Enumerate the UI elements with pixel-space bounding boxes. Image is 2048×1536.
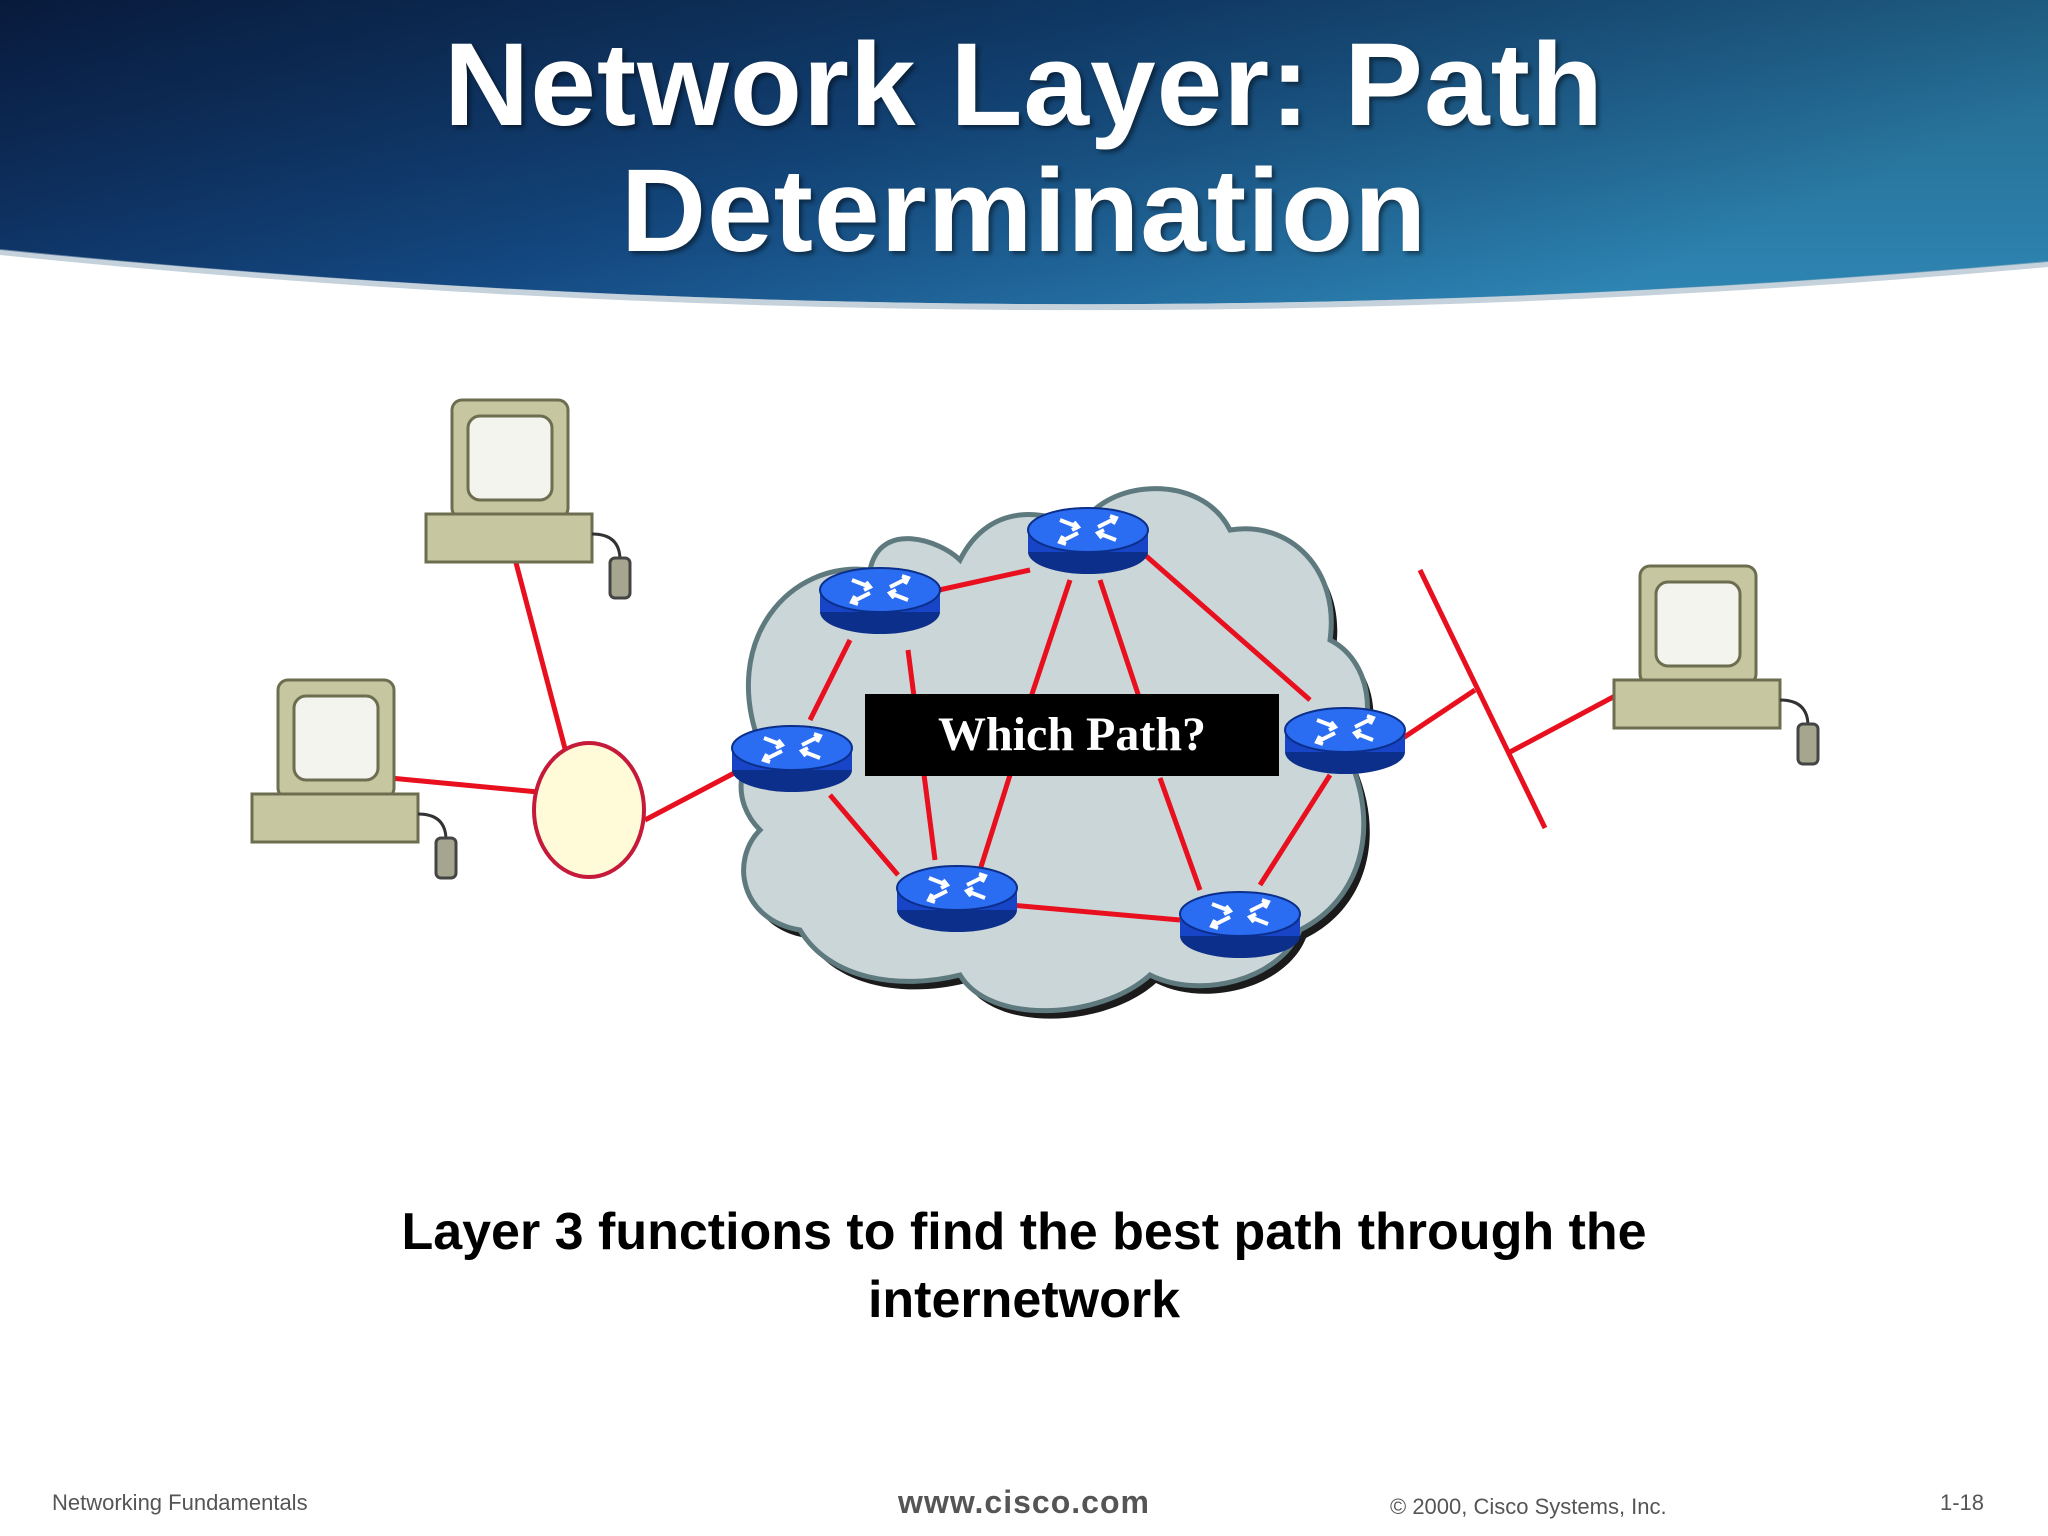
router-icon — [818, 566, 942, 636]
footer-copyright: © 2000, Cisco Systems, Inc. — [1390, 1494, 1667, 1519]
network-diagram — [250, 398, 1820, 1019]
footer-url[interactable]: www.cisco.com — [898, 1484, 1150, 1520]
router-icon — [730, 724, 854, 794]
router-icon — [895, 864, 1019, 934]
caption-line-2: internetwork — [867, 1271, 1181, 1329]
page-number: 1-18 — [1940, 1490, 1985, 1515]
title-line-1: Network Layer: Path — [444, 19, 1604, 151]
router-icon — [1178, 890, 1302, 960]
slide-header: Network Layer: Path Determination — [0, 0, 2048, 340]
router-icon — [1026, 506, 1150, 576]
which-path-callout: Which Path? — [865, 694, 1279, 776]
router-icon — [1283, 706, 1407, 776]
network-links — [389, 539, 1617, 923]
slide-caption: Layer 3 functions to find the best path … — [0, 1198, 2048, 1334]
hub-icon — [532, 741, 646, 879]
page-title: Network Layer: Path Determination — [0, 22, 2048, 274]
caption-line-1: Layer 3 functions to find the best path … — [401, 1203, 1647, 1261]
header-banner — [0, 0, 2048, 311]
footer-course: Networking Fundamentals — [52, 1490, 308, 1515]
title-line-2: Determination — [620, 145, 1428, 277]
computer-icon — [424, 398, 632, 600]
computer-icon — [1612, 564, 1820, 766]
